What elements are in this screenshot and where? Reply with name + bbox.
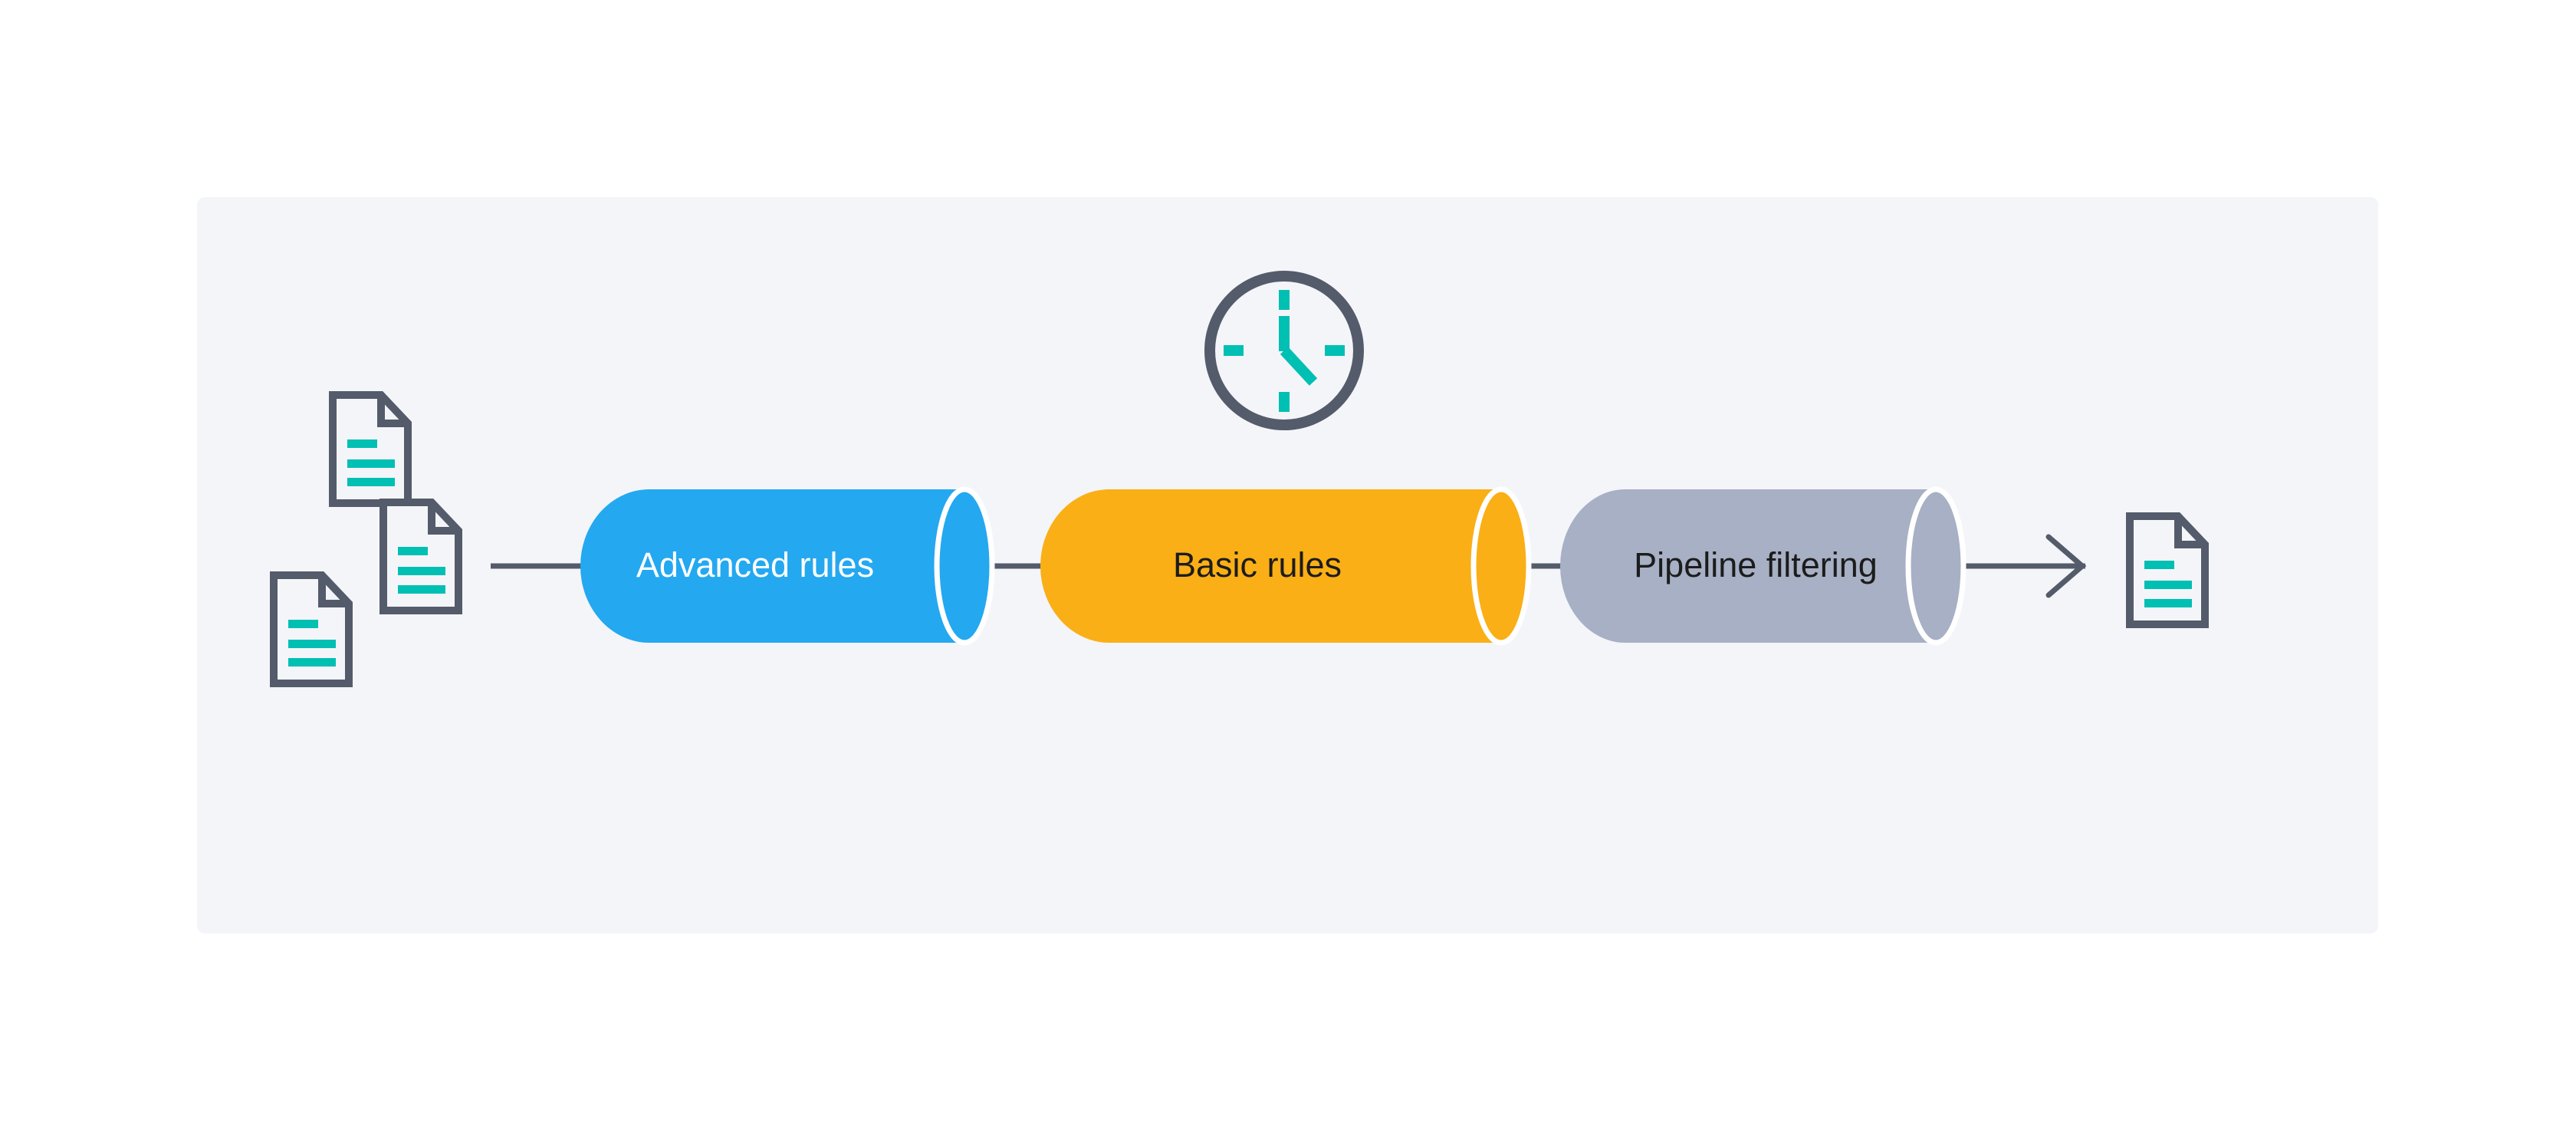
cylinder-cap: [1470, 486, 1532, 646]
cylinder-body: [1040, 489, 1501, 643]
clock-tick-6: [1279, 392, 1290, 412]
stage-label: Basic rules: [1173, 545, 1342, 584]
pipeline-stage-basic-rules[interactable]: Basic rules: [1040, 486, 1532, 646]
document-icon: [333, 395, 408, 503]
pipeline-stage-pipeline-filtering[interactable]: Pipeline filtering: [1560, 486, 1967, 646]
pipeline-stage-advanced-rules[interactable]: Advanced rules: [580, 486, 995, 646]
arrow-right-icon: [2045, 534, 2087, 598]
clock-tick-3: [1325, 345, 1345, 356]
output-document: [2130, 516, 2205, 624]
clock-tick-12: [1279, 290, 1290, 310]
stage-label: Pipeline filtering: [1634, 545, 1878, 584]
clock-icon: [1204, 271, 1364, 430]
cylinder-body: [1560, 489, 1936, 643]
cylinder-cap: [934, 486, 995, 646]
cylinder-body: [580, 489, 964, 643]
clock-tick-9: [1224, 345, 1244, 356]
clock-hour-hand: [1280, 347, 1318, 386]
document-icon: [383, 502, 458, 611]
source-documents-group: [274, 395, 458, 683]
stage-label: Advanced rules: [636, 545, 874, 584]
cylinder-cap: [1905, 486, 1967, 646]
document-icon: [274, 575, 349, 683]
